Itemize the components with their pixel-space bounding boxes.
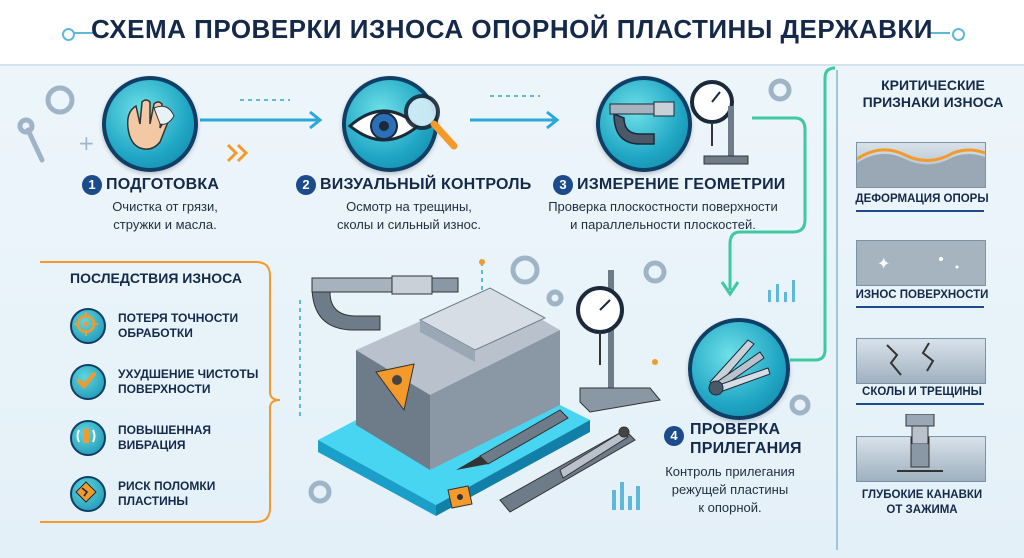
step4-right-connector xyxy=(790,66,836,362)
step3-circle xyxy=(596,76,692,172)
left-bracket xyxy=(40,261,281,523)
eye-magnifier-icon xyxy=(347,94,458,150)
svg-text:✦: ✦ xyxy=(877,254,890,273)
deformation-icon xyxy=(856,142,986,188)
cracks-icon xyxy=(856,338,986,384)
surface-wear-icon: ✦ xyxy=(856,240,986,286)
bar-chart-decor xyxy=(612,280,795,510)
title-decor-line-right xyxy=(928,32,950,34)
chevron-right-icon xyxy=(226,143,249,163)
header-bar xyxy=(0,0,1024,66)
critical-item-1: ДЕФОРМАЦИЯ ОПОРЫ xyxy=(855,193,989,205)
flow-arrow-1 xyxy=(200,110,323,130)
checkmark-icon xyxy=(70,364,106,400)
step2-title: ВИЗУАЛЬНЫЙ КОНТРОЛЬ xyxy=(320,176,532,193)
step3-number: 3 xyxy=(553,175,573,195)
title-decor-dot-right xyxy=(952,28,965,41)
bolt-icon xyxy=(905,414,935,444)
dial-indicator-illustration xyxy=(576,270,661,413)
step3-title: ИЗМЕРЕНИЕ ГЕОМЕТРИИ xyxy=(577,176,786,193)
step4-number: 4 xyxy=(664,426,684,446)
cleaning-hand-icon xyxy=(126,99,175,150)
flow-connector-3-4 xyxy=(720,116,807,297)
feeler-set-illustration xyxy=(499,426,636,513)
step4-circle xyxy=(688,318,790,420)
feeler-gauge-icon xyxy=(708,339,771,396)
flow-arrow-2 xyxy=(470,110,560,130)
gear-icon xyxy=(45,78,811,504)
wrench-icon xyxy=(17,117,45,163)
title-decor-dot-left xyxy=(62,28,75,41)
step1-number: 1 xyxy=(82,175,102,195)
critical-item-2-underline xyxy=(856,306,984,308)
consequences-title: ПОСЛЕДСТВИЯ ИЗНОСА xyxy=(70,270,242,286)
tool-holder-illustration xyxy=(318,287,590,516)
vibration-icon xyxy=(70,420,106,456)
micrometer-illustration xyxy=(311,259,485,331)
target-icon xyxy=(70,308,106,344)
broken-insert-icon xyxy=(70,476,106,512)
dial-gauge-icon xyxy=(690,80,749,165)
insert-small-icon xyxy=(447,485,473,509)
page-title: СХЕМА ПРОВЕРКИ ИЗНОСА ОПОРНОЙ ПЛАСТИНЫ Д… xyxy=(91,14,933,44)
critical-item-3: СКОЛЫ И ТРЕЩИНЫ xyxy=(862,386,982,398)
step1-circle xyxy=(102,76,198,172)
step2-description: Осмотр на трещины,сколы и сильный износ. xyxy=(337,199,481,232)
critical-item-2: ИЗНОС ПОВЕРХНОСТИ xyxy=(855,289,989,301)
right-panel-divider xyxy=(836,70,838,550)
critical-item-1-underline xyxy=(856,210,984,212)
micrometer-icon xyxy=(609,101,675,145)
step1-title: ПОДГОТОВКА xyxy=(106,176,220,193)
step1-description: Очистка от грязи,стружки и масла. xyxy=(112,199,218,232)
probe-illustration xyxy=(456,409,569,470)
title-decor-line-left xyxy=(74,32,96,34)
step2-number: 2 xyxy=(296,175,316,195)
plus-decor: + xyxy=(78,131,95,155)
step2-circle xyxy=(342,76,458,172)
critical-item-3-underline xyxy=(856,403,984,405)
